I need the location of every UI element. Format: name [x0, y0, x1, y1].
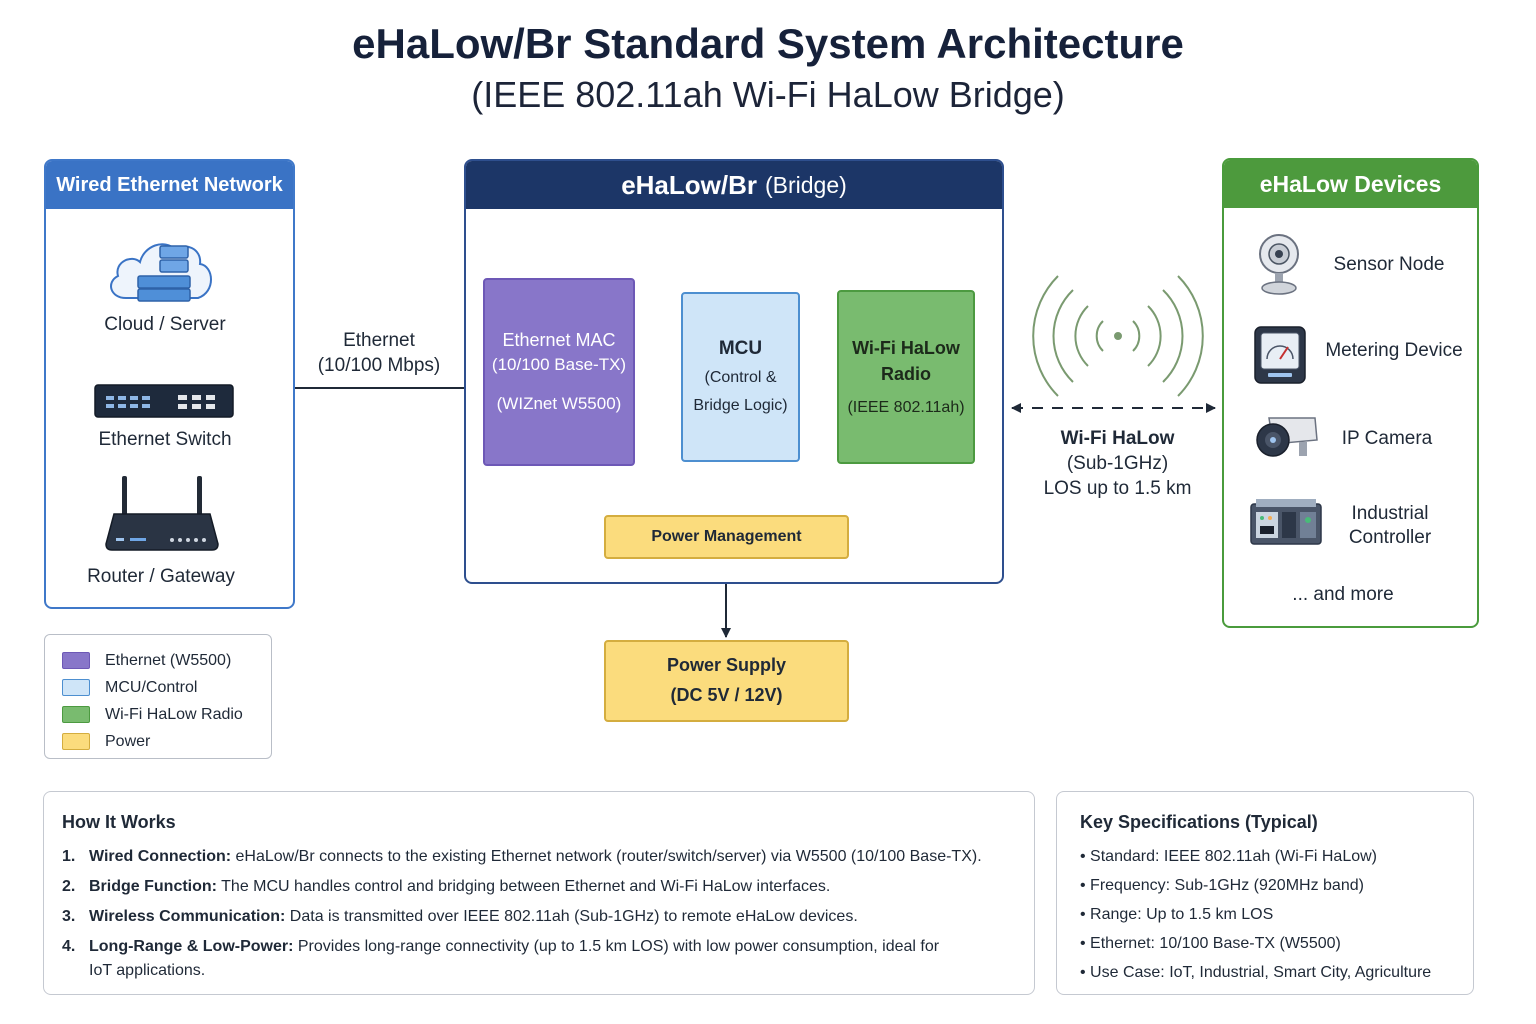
how-it-works-box: How It Works 1. Wired Connection: eHaLow…: [43, 791, 1035, 995]
radio-title2: Radio: [880, 364, 931, 385]
radio-standard: (IEEE 802.11ah): [847, 398, 965, 416]
how-item-body: Wired Connection: eHaLow/Br connects to …: [89, 845, 982, 869]
ethernet-link-line1: Ethernet: [343, 330, 415, 351]
metering-device-label: Metering Device: [1325, 340, 1463, 361]
cloud-server-label: Cloud / Server: [104, 314, 226, 335]
page-subtitle: (IEEE 802.11ah Wi-Fi HaLow Bridge): [471, 74, 1065, 115]
industrial-controller-icon: [1250, 499, 1322, 545]
legend-swatch-radio: [62, 706, 90, 723]
wireless-link-line3: LOS up to 1.5 km: [1043, 478, 1192, 499]
how-item: 4. Long-Range & Low-Power: Provides long…: [62, 935, 962, 983]
how-item-head: Wired Connection:: [89, 848, 232, 865]
devices-panel: eHaLow Devices: [1222, 158, 1479, 628]
sensor-node-label: Sensor Node: [1333, 254, 1445, 275]
legend-label-radio: Wi-Fi HaLow Radio: [105, 705, 243, 723]
how-item-text: eHaLow/Br connects to the existing Ether…: [231, 848, 982, 865]
ethernet-link-line2: (10/100 Mbps): [317, 355, 441, 376]
spec-item: • Range: Up to 1.5 km LOS: [1080, 906, 1274, 923]
how-item-number: 2.: [62, 878, 76, 895]
wifi-halow-radio-block: Wi-Fi HaLow Radio (IEEE 802.11ah): [837, 290, 975, 464]
mcu-line2: (Control &: [704, 369, 777, 387]
how-item-text: The MCU handles control and bridging bet…: [216, 878, 831, 895]
ip-camera-icon: [1256, 417, 1318, 457]
how-item-body: Long-Range & Low-Power: Provides long-ra…: [89, 935, 962, 983]
more-devices-label: ... and more: [1292, 584, 1394, 605]
industrial-controller-line1: Industrial: [1351, 503, 1429, 524]
bridge-header: eHaLow/Br (Bridge): [466, 161, 1002, 209]
legend-swatch-power: [62, 733, 90, 750]
legend-item-radio: Wi-Fi HaLow Radio: [62, 701, 271, 728]
legend-item-mcu: MCU/Control: [62, 674, 271, 701]
how-item-number: 1.: [62, 848, 76, 865]
legend-label-mcu: MCU/Control: [105, 678, 198, 696]
wireless-waves-icon: [1032, 275, 1204, 397]
how-item-head: Wireless Communication:: [89, 908, 286, 925]
power-supply-title: Power Supply: [666, 655, 787, 676]
legend-swatch-mcu: [62, 679, 90, 696]
page-title: eHaLow/Br Standard System Architecture: [352, 20, 1184, 67]
router-gateway-icon: [105, 476, 219, 551]
how-item: 3. Wireless Communication: Data is trans…: [62, 905, 1034, 929]
key-specifications-title: Key Specifications (Typical): [1080, 812, 1318, 832]
industrial-controller-label: Industrial Controller: [1322, 502, 1458, 550]
how-item-number: 3.: [62, 908, 76, 925]
mcu-title: MCU: [718, 337, 763, 359]
mac-title: Ethernet MAC: [502, 330, 616, 351]
cloud-server-icon: [110, 243, 212, 302]
ethernet-switch-label: Ethernet Switch: [98, 429, 232, 450]
wireless-link-line1: Wi-Fi HaLow: [1060, 428, 1175, 449]
legend-swatch-ethernet: [62, 652, 90, 669]
mcu-line3: Bridge Logic): [693, 397, 788, 415]
mac-chip: (WIZnet W5500): [496, 394, 622, 414]
spec-item: • Ethernet: 10/100 Base-TX (W5500): [1080, 935, 1341, 952]
power-supply-block: Power Supply (DC 5V / 12V): [604, 640, 849, 722]
mcu-block: MCU (Control & Bridge Logic): [681, 292, 800, 462]
spec-item: • Frequency: Sub-1GHz (920MHz band): [1080, 877, 1364, 894]
legend-item-power: Power: [62, 728, 271, 755]
power-management-block: Power Management: [604, 515, 849, 559]
industrial-controller-line2: Controller: [1348, 527, 1432, 548]
legend-item-ethernet: Ethernet (W5500): [62, 647, 271, 674]
wireless-link-line2: (Sub-1GHz): [1066, 453, 1169, 474]
ethernet-mac-block: Ethernet MAC (10/100 Base-TX) (WIZnet W5…: [483, 278, 635, 466]
how-it-works-title: How It Works: [62, 812, 176, 832]
devices-header: eHaLow Devices: [1224, 160, 1477, 208]
how-item-text: Data is transmitted over IEEE 802.11ah (…: [285, 908, 858, 925]
how-item: 2. Bridge Function: The MCU handles cont…: [62, 875, 1034, 899]
sensor-node-icon: [1259, 234, 1299, 295]
legend-label-ethernet: Ethernet (W5500): [105, 651, 232, 669]
power-supply-voltage: (DC 5V / 12V): [670, 685, 783, 705]
how-item-number: 4.: [62, 938, 76, 955]
key-specifications-box: Key Specifications (Typical) • Standard:…: [1056, 791, 1474, 995]
mac-subtitle: (10/100 Base-TX): [491, 355, 627, 375]
ethernet-switch-icon: [94, 384, 234, 418]
legend-label-power: Power: [105, 732, 151, 750]
radio-title: Wi-Fi HaLow: [852, 338, 960, 359]
ethernet-link-label: Ethernet (10/100 Mbps): [300, 328, 458, 378]
legend: Ethernet (W5500) MCU/Control Wi-Fi HaLow…: [44, 634, 272, 759]
router-gateway-label: Router / Gateway: [87, 566, 235, 587]
spec-item: • Use Case: IoT, Industrial, Smart City,…: [1080, 964, 1432, 981]
bridge-header-main: eHaLow/Br: [621, 169, 757, 200]
metering-device-icon: [1254, 326, 1306, 384]
wireless-link-label: Wi-Fi HaLow (Sub-1GHz) LOS up to 1.5 km: [1030, 426, 1205, 501]
wired-network-header: Wired Ethernet Network: [46, 161, 293, 209]
bridge-header-sub: (Bridge): [765, 171, 847, 198]
how-item: 1. Wired Connection: eHaLow/Br connects …: [62, 845, 1034, 869]
how-item-head: Long-Range & Low-Power:: [89, 938, 294, 955]
ip-camera-label: IP Camera: [1341, 428, 1433, 449]
how-item-body: Bridge Function: The MCU handles control…: [89, 875, 830, 899]
how-item-text: Provides long-range connectivity (up to …: [89, 938, 940, 979]
how-item-body: Wireless Communication: Data is transmit…: [89, 905, 858, 929]
how-item-head: Bridge Function:: [89, 878, 217, 895]
spec-item: • Standard: IEEE 802.11ah (Wi-Fi HaLow): [1080, 848, 1377, 865]
